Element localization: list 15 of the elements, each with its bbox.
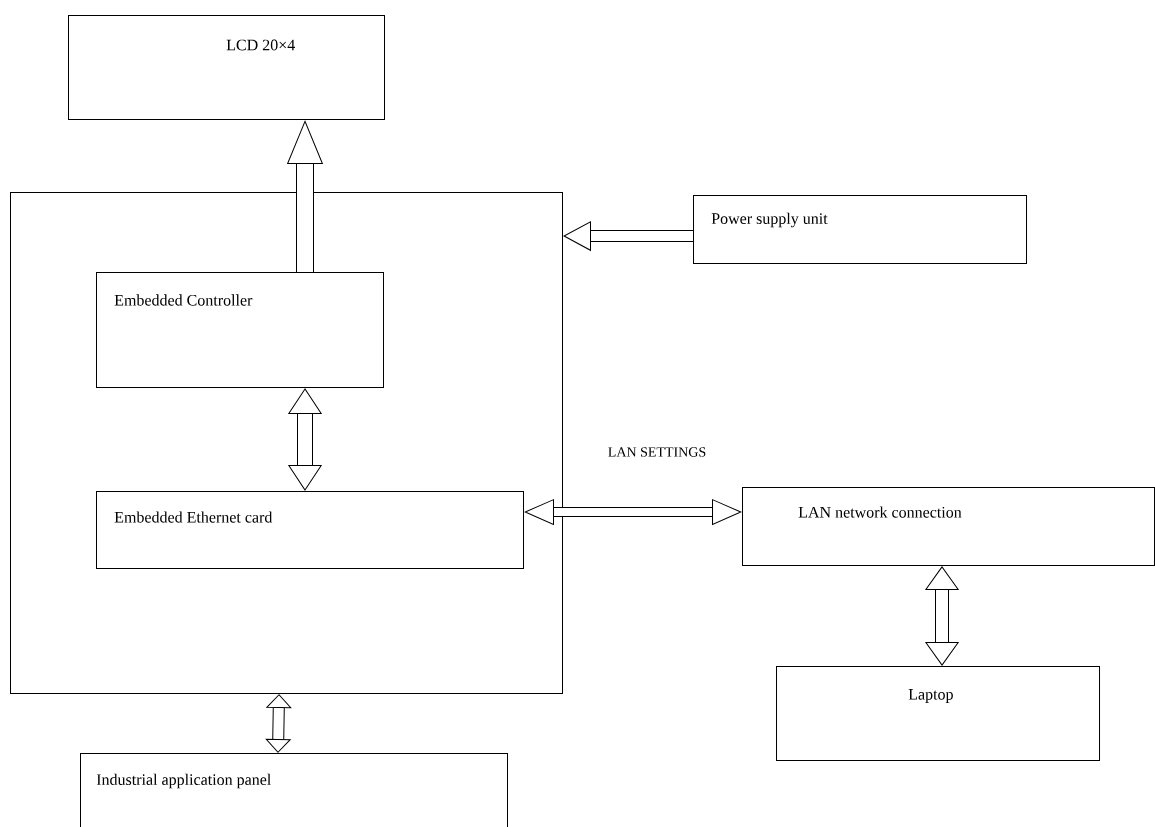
block-arrow xyxy=(265,694,292,753)
edge-label: LAN SETTINGS xyxy=(606,446,708,458)
panel-box: Industrial application panel xyxy=(80,753,508,827)
frame-box xyxy=(10,192,563,694)
laptop-box: Laptop xyxy=(776,666,1100,761)
power-box: Power supply unit xyxy=(693,195,1027,264)
display-box: LCD 20×4 xyxy=(68,15,385,120)
block-arrow xyxy=(925,566,959,666)
card-box: Embedded Ethernet card xyxy=(96,491,524,569)
block-arrow xyxy=(288,388,322,491)
network-box: LAN network connection xyxy=(742,487,1155,566)
block-arrow xyxy=(563,221,693,251)
block-arrow xyxy=(524,499,742,525)
controller-box: Embedded Controller xyxy=(96,272,384,388)
block-arrow xyxy=(287,120,323,272)
